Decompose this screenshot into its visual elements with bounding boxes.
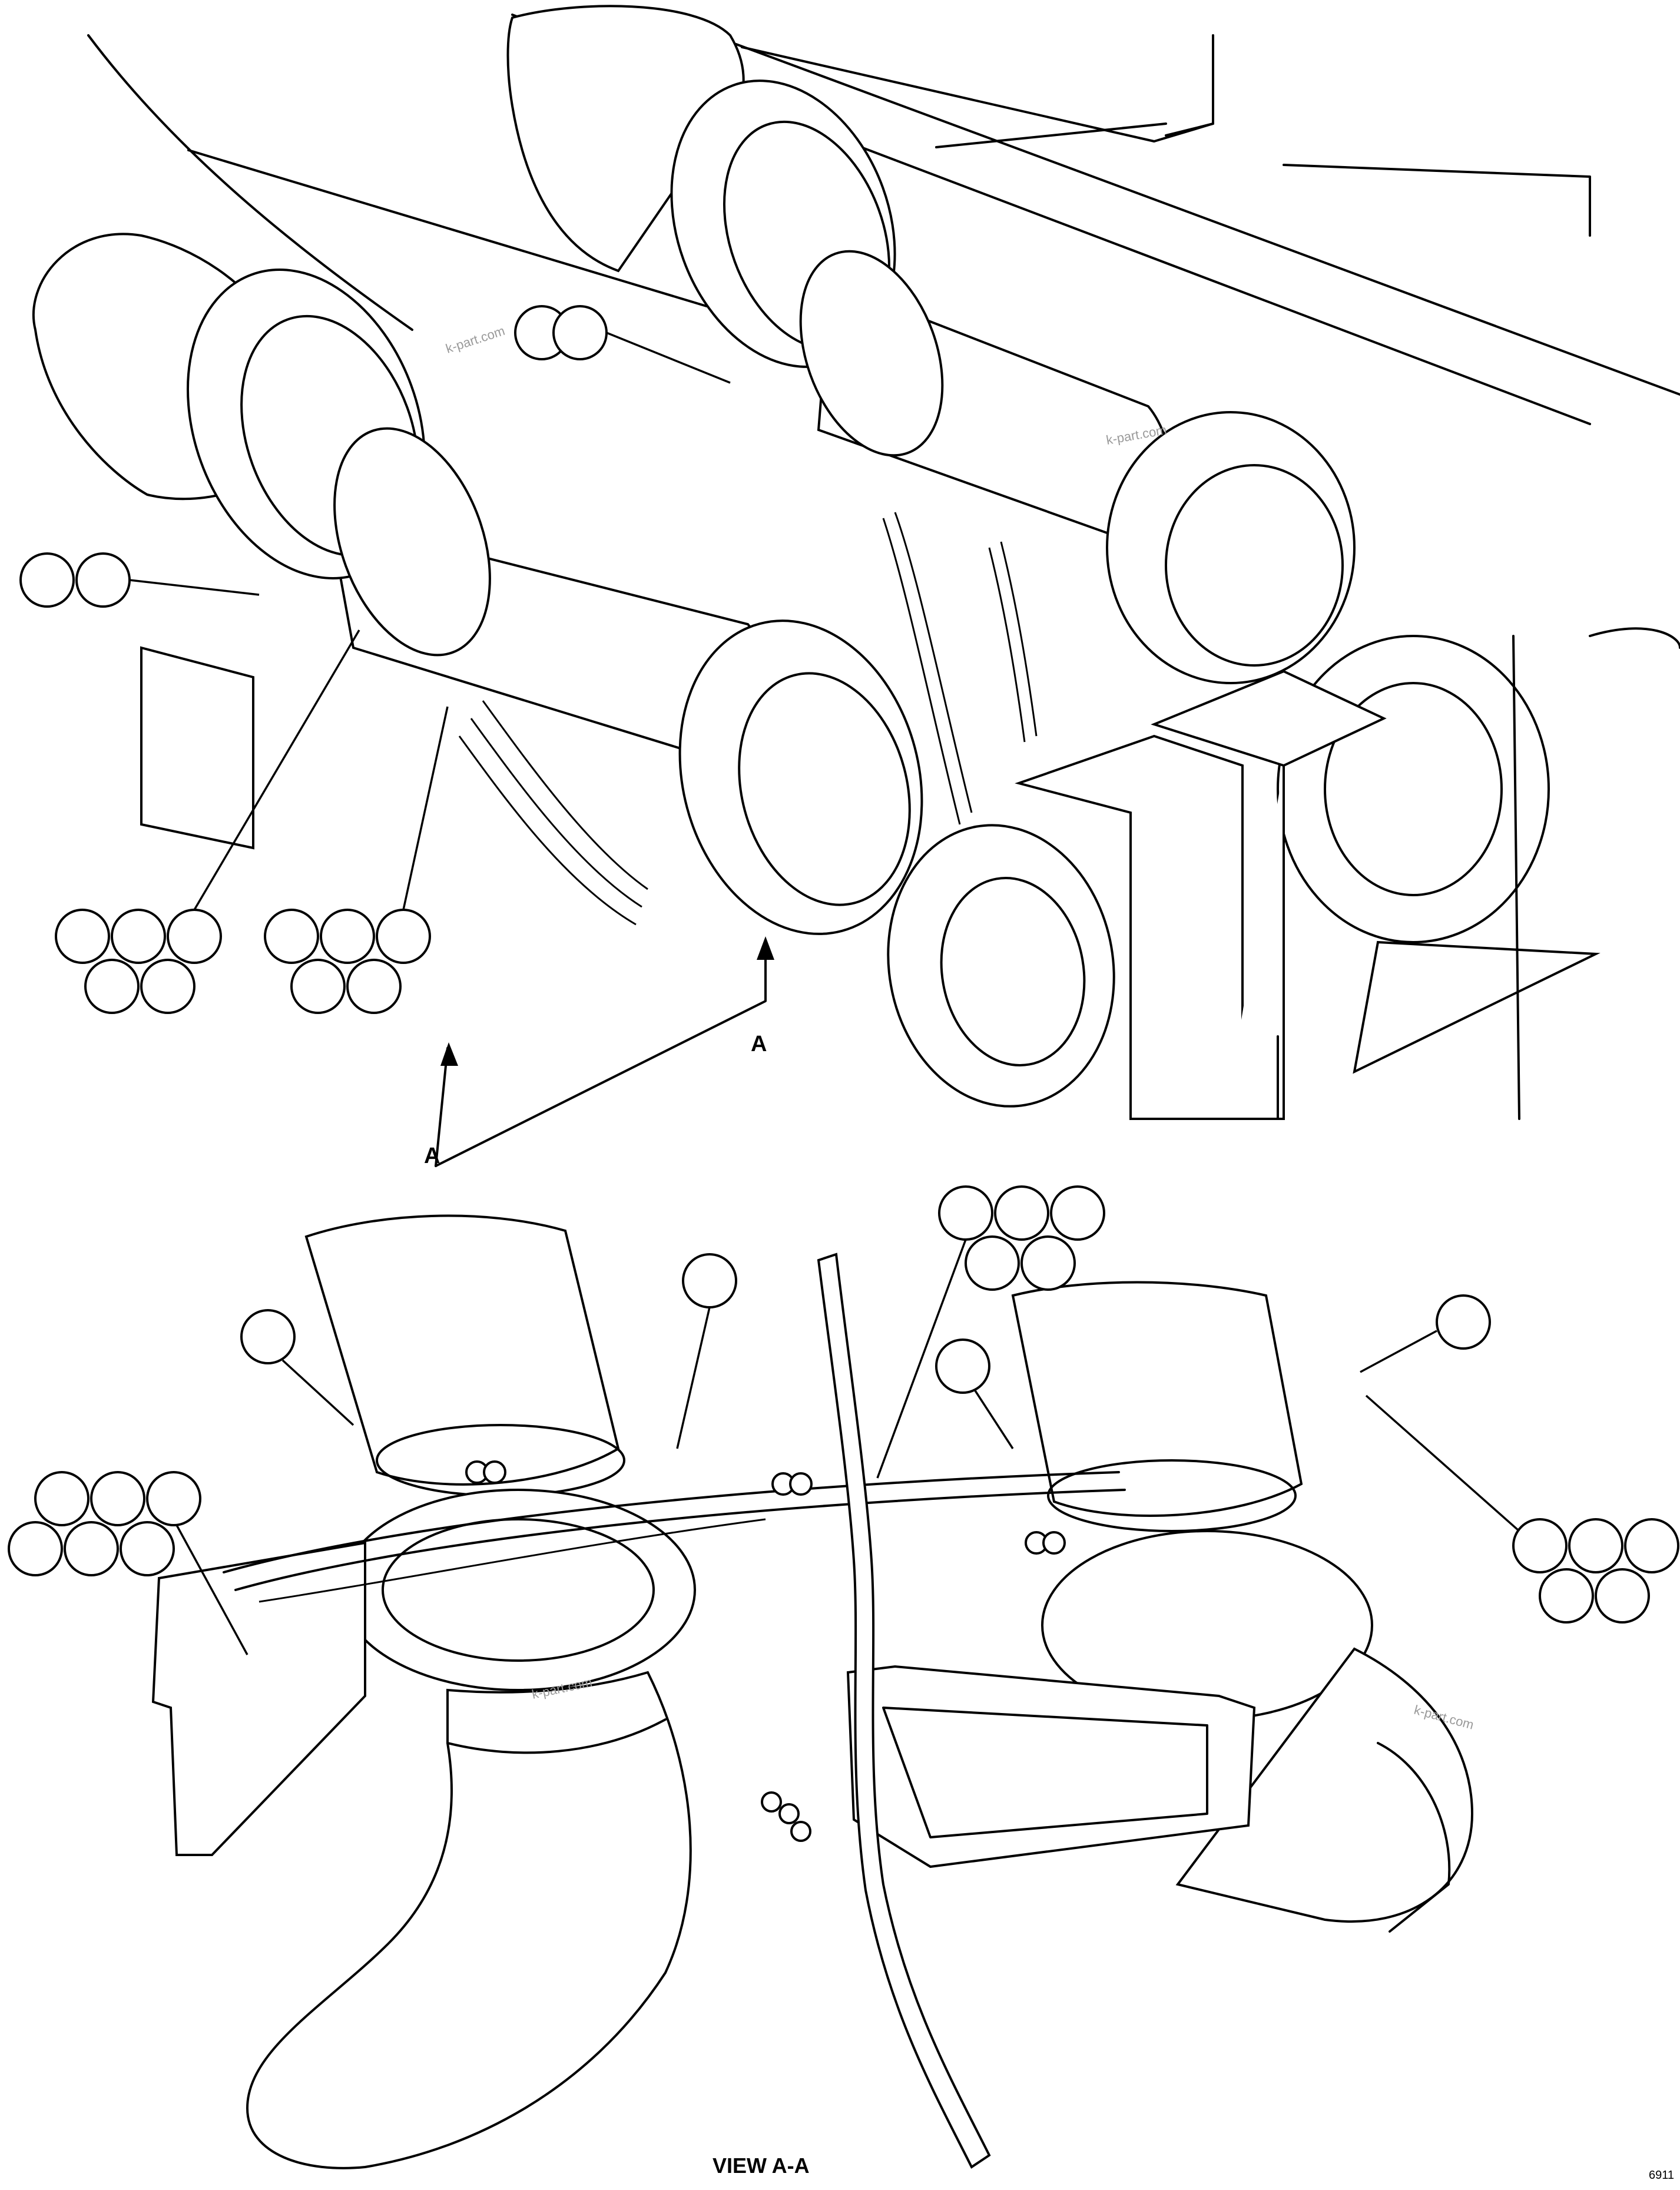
left-lower-plate (151, 1541, 366, 1856)
callout-group-7 (240, 1309, 354, 1426)
right-riser-pipe (1011, 1281, 1303, 1517)
callout-group-6 (676, 1253, 737, 1449)
view-marker-a-left: A (424, 1144, 440, 1168)
callout-group-4 (264, 706, 449, 1014)
callout-group-8 (8, 1471, 248, 1655)
right-frame-bracket (846, 1665, 1256, 1868)
callout-group-10 (1360, 1294, 1491, 1373)
view-marker-a-right: A (751, 1032, 767, 1056)
callout-group-11 (1365, 1394, 1679, 1624)
callout-group-5 (876, 1185, 1105, 1479)
callout-group-2 (19, 552, 260, 608)
watermark-1: k-part.com (444, 323, 507, 356)
center-flange (678, 619, 923, 935)
deflector-plate (1353, 940, 1601, 1074)
callout-group-3 (55, 629, 360, 1014)
left-mounting-plate (140, 646, 254, 850)
lower-flange (887, 824, 1115, 1108)
figure-code: 6911 (1649, 2169, 1674, 2182)
view-arrows (435, 936, 774, 1167)
right-large-flange (1106, 411, 1356, 684)
callout-group-9 (935, 1338, 1014, 1449)
left-riser-pipe (304, 1214, 620, 1486)
view-title: VIEW A-A (713, 2153, 810, 2178)
callout-group-1 (514, 305, 731, 384)
left-lower-elbow (246, 1671, 692, 2169)
lower-section-view (151, 1214, 1474, 2169)
upper-isometric-view (32, 5, 1680, 1120)
vertical-hose (817, 1253, 991, 2169)
